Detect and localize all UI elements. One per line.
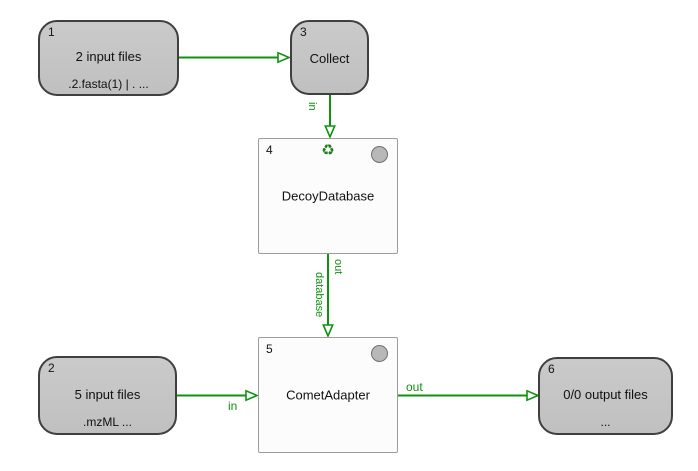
node-tool-cometadapter[interactable]: 5 CometAdapter xyxy=(258,337,398,453)
node-input-files-2[interactable]: 2 5 input files .mzML ... xyxy=(38,356,177,435)
node-output-files[interactable]: 6 0/0 output files ... xyxy=(538,357,673,435)
edge-label-database-cometadapter: database xyxy=(313,272,325,318)
status-circle-icon xyxy=(371,345,388,362)
node-number: 1 xyxy=(48,25,55,39)
node-number: 3 xyxy=(300,25,307,39)
edge-5-to-6[interactable] xyxy=(398,389,541,402)
node-title: 0/0 output files xyxy=(563,387,648,402)
node-title: Collect xyxy=(309,51,350,66)
status-circle-icon xyxy=(371,146,388,163)
node-number: 5 xyxy=(266,342,273,356)
node-subtitle: .2.fasta(1) | . ... xyxy=(68,77,149,91)
edge-1-to-3[interactable] xyxy=(179,51,292,64)
node-subtitle: ... xyxy=(600,415,611,429)
edge-4-to-5[interactable] xyxy=(322,254,334,339)
node-title: CometAdapter xyxy=(286,387,370,403)
node-title: 2 input files xyxy=(75,49,142,64)
edge-2-to-5[interactable] xyxy=(177,389,260,402)
edge-label-out-decoydatabase: out xyxy=(332,259,344,275)
edge-label-in-decoydatabase: in xyxy=(306,102,318,111)
edge-label-out-cometadapter: out xyxy=(406,380,423,394)
node-input-files-1[interactable]: 1 2 input files .2.fasta(1) | . ... xyxy=(38,20,179,96)
node-number: 2 xyxy=(48,361,55,375)
node-merger-collect[interactable]: 3 Collect xyxy=(290,20,369,95)
node-title: 5 input files xyxy=(74,387,141,402)
node-title: DecoyDatabase xyxy=(281,188,375,204)
edge-label-in-cometadapter: in xyxy=(228,399,238,413)
node-number: 6 xyxy=(548,362,555,376)
recycle-icon: ♻ xyxy=(321,141,335,159)
node-subtitle: .mzML ... xyxy=(83,415,132,429)
node-tool-decoydatabase[interactable]: 4 ♻ DecoyDatabase xyxy=(258,138,398,254)
edge-3-to-4[interactable] xyxy=(324,95,336,140)
node-number: 4 xyxy=(266,143,273,157)
